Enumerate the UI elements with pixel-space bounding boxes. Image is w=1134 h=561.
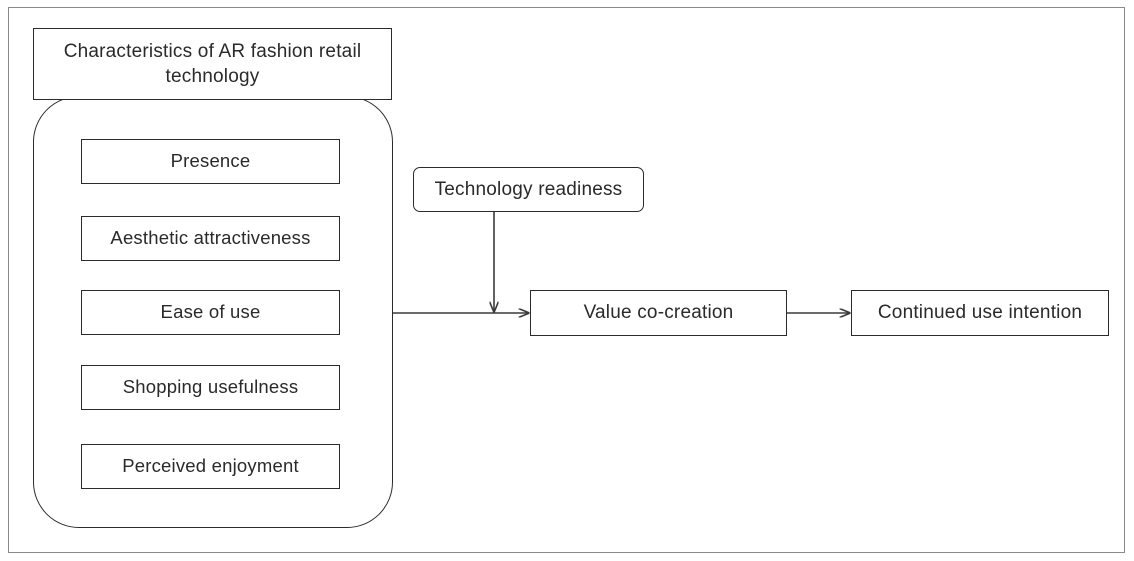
characteristic-label: Perceived enjoyment (122, 455, 299, 477)
group-title-box: Characteristics of AR fashion retail tec… (33, 28, 392, 100)
characteristic-label: Shopping usefulness (122, 376, 299, 398)
characteristic-label: Presence (170, 150, 251, 172)
node-label: Technology readiness (434, 178, 623, 200)
node-value-co-creation: Value co-creation (530, 290, 787, 336)
node-technology-readiness: Technology readiness (413, 167, 644, 212)
group-title-label: Characteristics of AR fashion retail tec… (63, 40, 362, 87)
node-continued-use-intention: Continued use intention (851, 290, 1109, 336)
characteristic-box-ease-of-use: Ease of use (81, 290, 340, 335)
characteristic-box-shopping-usefulness: Shopping usefulness (81, 365, 340, 410)
node-label: Continued use intention (877, 302, 1083, 324)
characteristic-box-presence: Presence (81, 139, 340, 184)
characteristic-label: Ease of use (160, 301, 261, 323)
characteristic-box-aesthetic-attractiveness: Aesthetic attractiveness (81, 216, 340, 261)
characteristic-box-perceived-enjoyment: Perceived enjoyment (81, 444, 340, 489)
characteristic-label: Aesthetic attractiveness (110, 227, 311, 249)
node-label: Value co-creation (583, 302, 734, 324)
